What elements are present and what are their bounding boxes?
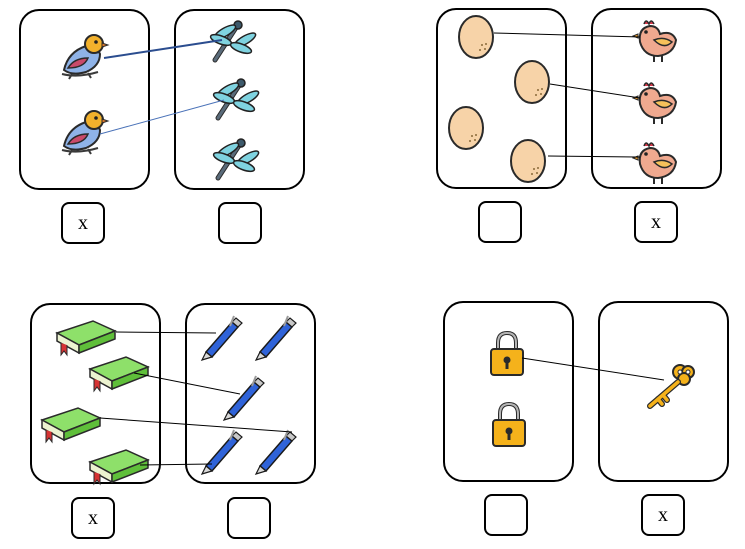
pen-icon xyxy=(201,429,243,475)
answer-box-padlocks[interactable] xyxy=(484,494,528,536)
dragonfly-icon xyxy=(210,134,260,184)
answer-box-keys[interactable]: x xyxy=(641,494,685,536)
egg-icon xyxy=(448,106,484,150)
pen-icon xyxy=(255,315,297,361)
pen-icon xyxy=(255,429,297,475)
bird-icon xyxy=(61,110,109,156)
key-icon xyxy=(644,362,696,410)
answer-box-hens[interactable]: x xyxy=(634,201,678,243)
book-icon xyxy=(89,449,149,485)
dragonfly-icon xyxy=(210,74,260,124)
padlock-icon xyxy=(492,402,527,448)
answer-box-eggs[interactable] xyxy=(478,201,522,243)
bird-icon xyxy=(61,34,109,80)
hen-icon xyxy=(632,82,677,125)
pen-icon xyxy=(201,315,243,361)
padlock-icon xyxy=(490,331,525,377)
egg-icon xyxy=(514,60,550,104)
answer-box-books[interactable]: x xyxy=(71,497,115,539)
answer-box-dragonflies[interactable] xyxy=(218,202,262,244)
egg-icon xyxy=(458,15,494,59)
book-icon xyxy=(89,356,149,392)
hen-icon xyxy=(632,20,677,63)
answer-box-birds[interactable]: x xyxy=(61,202,105,244)
egg-icon xyxy=(510,139,546,183)
group-padlocks-panel xyxy=(443,301,574,482)
book-icon xyxy=(41,407,101,443)
answer-box-pens[interactable] xyxy=(227,497,271,539)
pen-icon xyxy=(223,375,265,421)
dragonfly-icon xyxy=(207,16,257,66)
hen-icon xyxy=(632,142,677,185)
